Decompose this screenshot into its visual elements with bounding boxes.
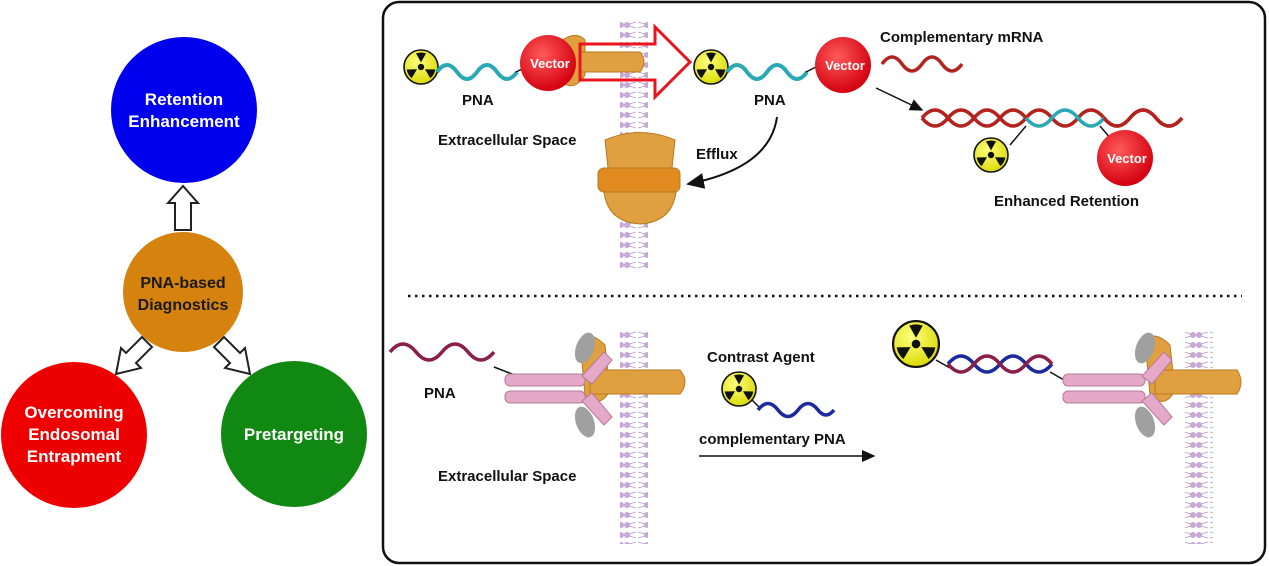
pna-label-top-mid: PNA [754, 92, 786, 109]
vector-top-right [1097, 130, 1153, 186]
membrane-bottom-left [620, 330, 648, 544]
radiation-icon-top-left [403, 49, 439, 85]
vector-top-mid [815, 37, 871, 93]
endosomal-node: Overcoming Endosomal Entrapment [1, 362, 147, 508]
vector-label-top-mid: Vector [825, 58, 865, 73]
arrow-to-endosomal [114, 335, 154, 376]
radiation-icon-top-mid [693, 49, 729, 85]
radiation-icon-top-right [973, 137, 1009, 173]
top-panel: Vector PNA Extracellular Space Efflux Ve… [403, 20, 1184, 272]
hybridization-arrow [875, 87, 924, 111]
endosomal-label-3: Entrapment [27, 447, 122, 466]
center-label-2: Diagnostics [138, 297, 229, 314]
duplex-bottom [946, 354, 1054, 374]
efflux-label: Efflux [696, 146, 738, 163]
retention-circle [111, 37, 257, 183]
pna-strand-top-left [435, 63, 519, 81]
vector-label-top-right: Vector [1107, 151, 1147, 166]
duplex-top [920, 108, 1184, 128]
complementary-mrna-label: Complementary mRNA [880, 29, 1044, 46]
complementary-pna-label: complementary PNA [699, 431, 846, 448]
retention-label-1: Retention [145, 90, 223, 109]
retention-enhancement-node: Retention Enhancement [111, 37, 257, 183]
antibody-receptor-right [1062, 332, 1242, 438]
contrast-agent-label: Contrast Agent [707, 349, 815, 366]
membrane-bottom-right [1185, 330, 1213, 544]
arrow-to-pretargeting [212, 335, 252, 376]
pna-strand-bottom-left [388, 342, 496, 362]
mindmap: Retention Enhancement PNA-based Diagnost… [1, 37, 367, 508]
linker-bottom-right-ab [1049, 371, 1065, 381]
pretargeting-label: Pretargeting [244, 425, 344, 444]
pna-label-bottom: PNA [424, 385, 456, 402]
uptake-arrow [578, 23, 693, 101]
bottom-panel: PNA Extracellular Space Contrast Agent c… [388, 319, 1242, 544]
extracellular-label-bottom: Extracellular Space [438, 468, 576, 485]
vector-label-top-left: Vector [530, 56, 570, 71]
linker-top-right-rad [1009, 125, 1027, 146]
antibody-receptor-left [504, 332, 686, 438]
pretargeting-circle [221, 361, 367, 507]
linker-bottom-right [935, 359, 951, 369]
endosomal-label-1: Overcoming [24, 403, 123, 422]
vector-top-left [520, 35, 576, 91]
pretargeting-node: Pretargeting [221, 361, 367, 507]
center-circle [123, 232, 243, 352]
enhanced-retention-label: Enhanced Retention [994, 193, 1139, 210]
radiation-icon-bottom-right [891, 319, 941, 369]
center-label-1: PNA-based [140, 275, 225, 292]
pna-label-top-left: PNA [462, 92, 494, 109]
endosomal-circle [1, 362, 147, 508]
efflux-pump [597, 132, 681, 225]
retention-label-2: Enhancement [128, 112, 240, 131]
efflux-arrow [686, 116, 778, 189]
mrna-strand [880, 55, 964, 73]
extracellular-label-top: Extracellular Space [438, 132, 576, 149]
receptor-top-arm [579, 51, 645, 73]
complementary-pna-strand [756, 401, 836, 419]
radiation-icon-bottom-mid [721, 371, 757, 407]
pna-strand-top-mid [725, 63, 809, 81]
endosomal-label-2: Endosomal [28, 425, 120, 444]
pna-diagnostics-node: PNA-based Diagnostics [123, 232, 243, 352]
arrow-to-retention [165, 184, 201, 231]
